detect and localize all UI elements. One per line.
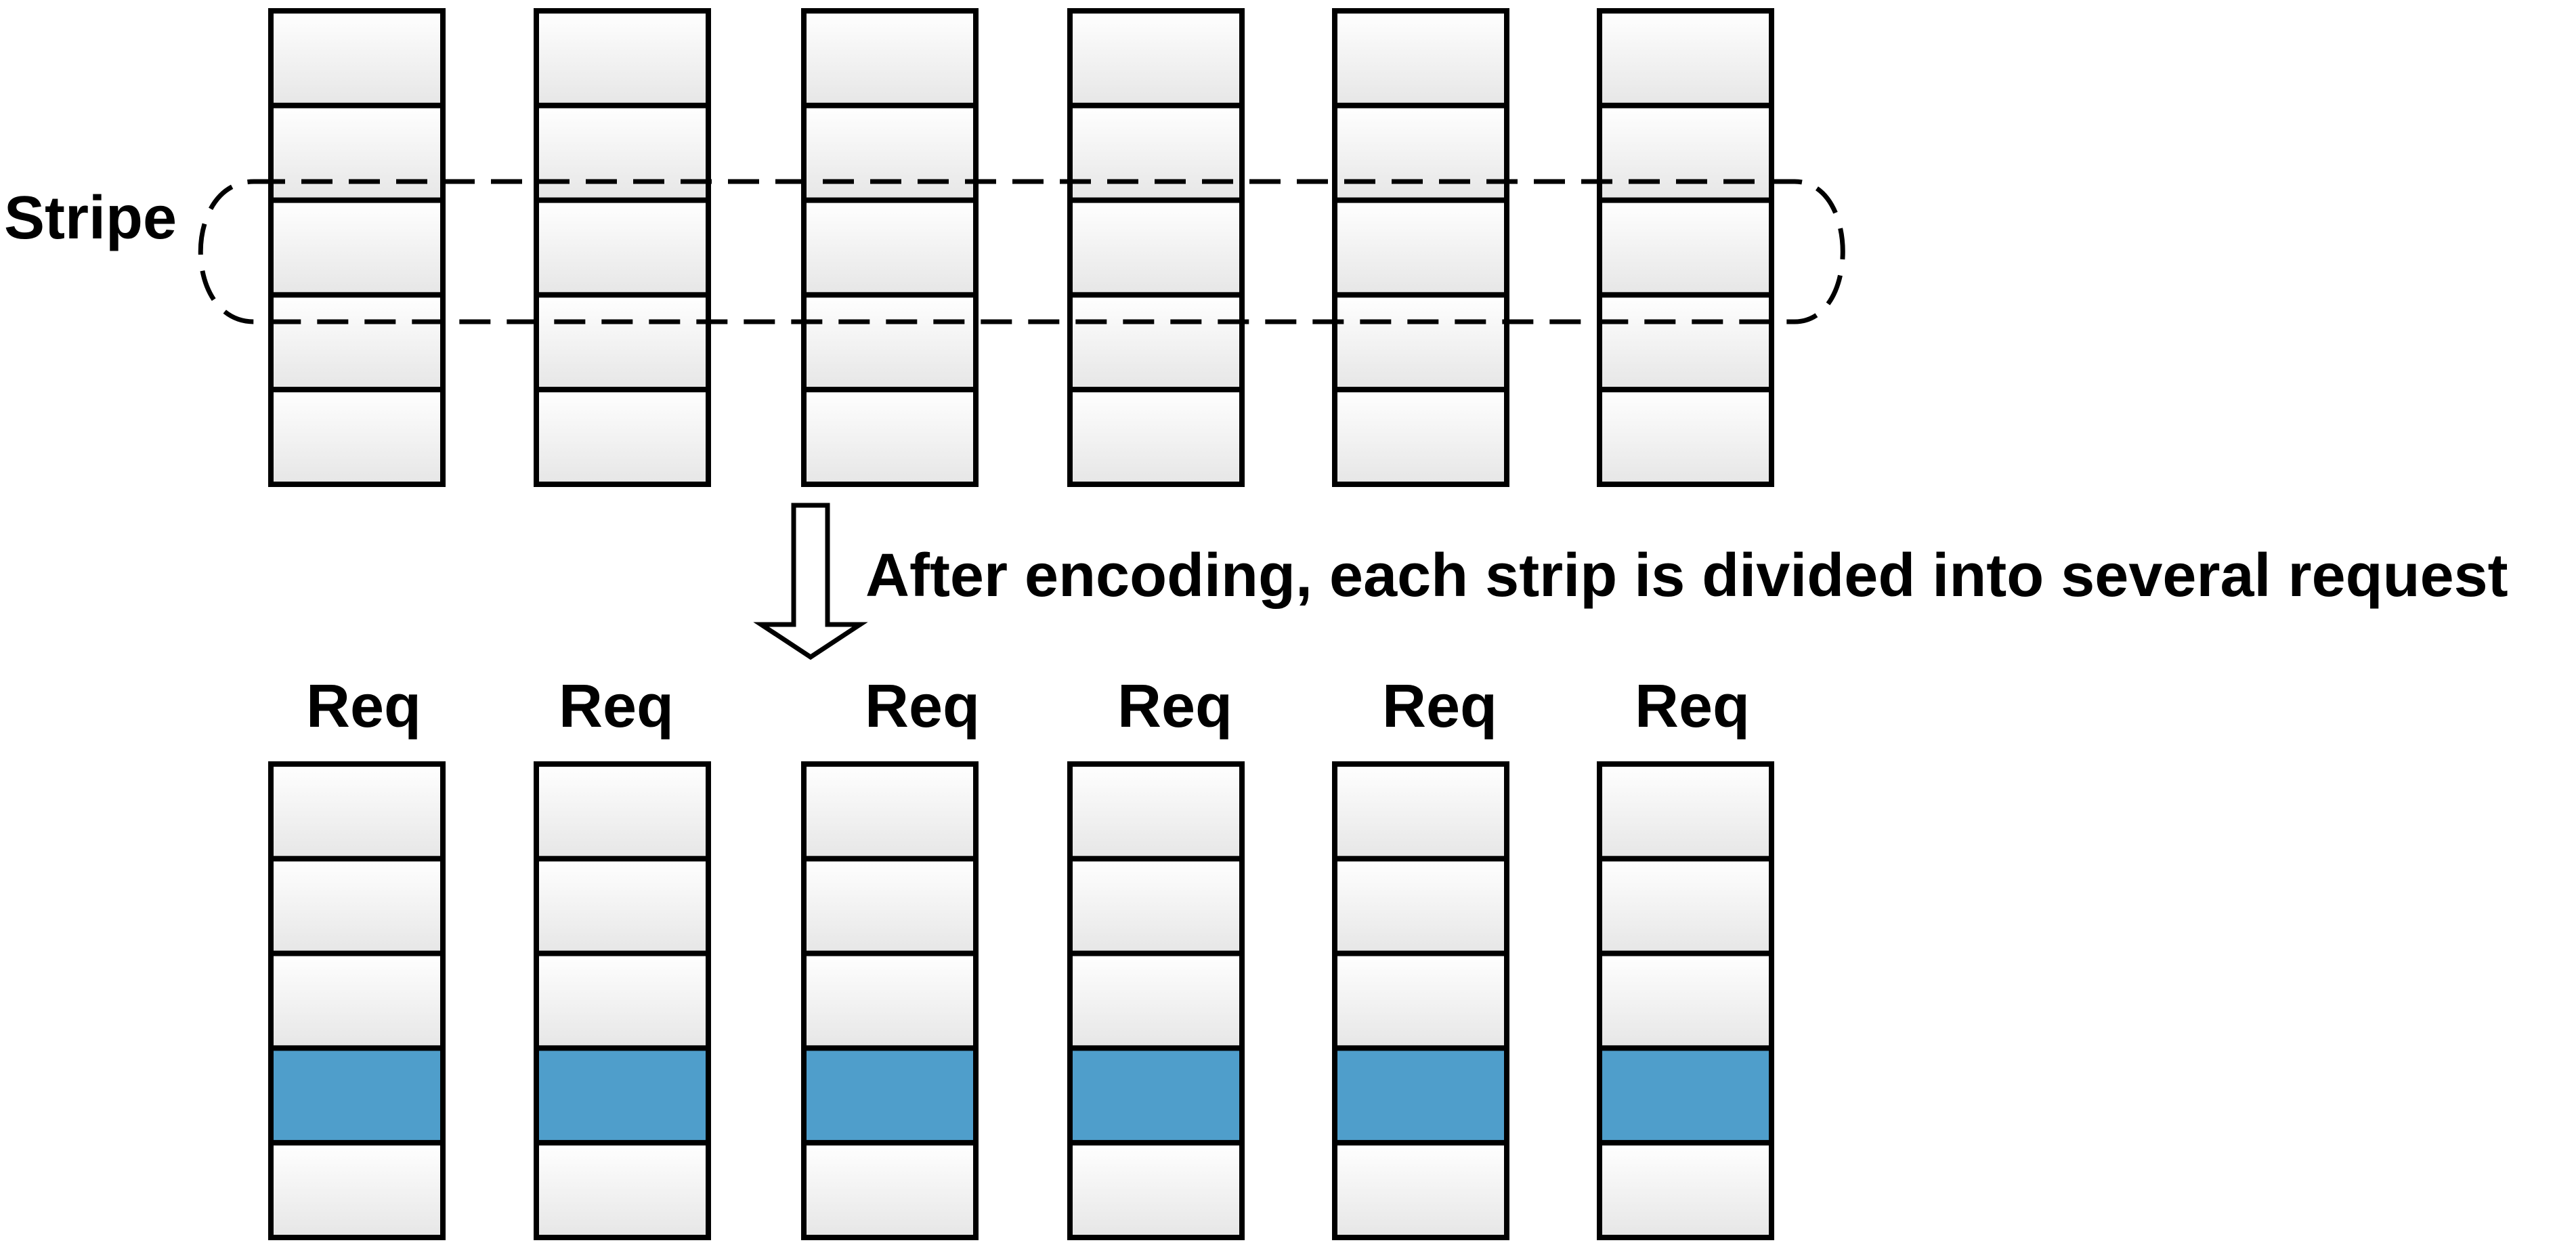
top-column-2 <box>534 8 711 488</box>
bottom-cell <box>534 855 711 956</box>
top-cell <box>1332 387 1509 488</box>
top-cell <box>801 387 979 488</box>
top-cell <box>534 292 711 393</box>
top-cell <box>268 387 446 488</box>
req-label-4: Req <box>1117 673 1232 740</box>
bottom-cell <box>1597 1140 1774 1240</box>
bottom-cell <box>1067 761 1245 862</box>
top-cell <box>1597 292 1774 393</box>
top-cell <box>534 197 711 298</box>
req-label-5: Req <box>1382 673 1497 740</box>
bottom-highlighted-cell <box>534 1045 711 1146</box>
top-cell <box>1597 102 1774 203</box>
top-cell <box>1332 102 1509 203</box>
bottom-cell <box>1597 950 1774 1051</box>
top-cell <box>534 387 711 488</box>
bottom-cell <box>268 1140 446 1240</box>
bottom-cell <box>801 761 979 862</box>
top-column-3 <box>801 8 979 488</box>
bottom-cell <box>1332 855 1509 956</box>
bottom-cell <box>1597 855 1774 956</box>
req-label-3: Req <box>865 673 980 740</box>
top-column-1 <box>268 8 446 488</box>
bottom-cell <box>801 1140 979 1240</box>
top-cell <box>801 8 979 108</box>
bottom-highlighted-cell <box>801 1045 979 1146</box>
top-cell <box>1332 197 1509 298</box>
bottom-highlighted-cell <box>1067 1045 1245 1146</box>
stripe-outline <box>198 179 1845 324</box>
bottom-highlighted-cell <box>1597 1045 1774 1146</box>
top-cell <box>801 102 979 203</box>
bottom-cell <box>1067 1140 1245 1240</box>
bottom-cell <box>1332 950 1509 1051</box>
bottom-cell <box>534 761 711 862</box>
top-cell <box>268 102 446 203</box>
top-column-4 <box>1067 8 1245 488</box>
bottom-column-group <box>268 761 1774 1240</box>
bottom-column-6 <box>1597 761 1774 1240</box>
bottom-cell <box>268 855 446 956</box>
bottom-cell <box>1067 950 1245 1051</box>
top-cell <box>268 8 446 108</box>
bottom-column-1 <box>268 761 446 1240</box>
top-column-5 <box>1332 8 1509 488</box>
bottom-cell <box>1332 761 1509 862</box>
top-cell <box>1597 8 1774 108</box>
bottom-cell <box>534 950 711 1051</box>
top-column-6 <box>1597 8 1774 488</box>
req-label-6: Req <box>1635 673 1750 740</box>
bottom-cell <box>801 855 979 956</box>
top-cell <box>268 197 446 298</box>
top-cell <box>801 197 979 298</box>
bottom-cell <box>801 950 979 1051</box>
top-cell <box>534 8 711 108</box>
top-cell <box>534 102 711 203</box>
top-cell <box>1067 387 1245 488</box>
bottom-cell <box>1597 761 1774 862</box>
arrow-caption: After encoding, each strip is divided in… <box>865 542 2508 610</box>
bottom-column-2 <box>534 761 711 1240</box>
top-cell <box>268 292 446 393</box>
bottom-highlighted-cell <box>268 1045 446 1146</box>
bottom-cell <box>1332 1140 1509 1240</box>
stripe-label: Stripe <box>4 184 177 252</box>
top-cell <box>1332 8 1509 108</box>
bottom-column-3 <box>801 761 979 1240</box>
bottom-cell <box>268 950 446 1051</box>
top-cell <box>1067 102 1245 203</box>
top-cell <box>1067 8 1245 108</box>
bottom-column-4 <box>1067 761 1245 1240</box>
top-cell <box>801 292 979 393</box>
top-cell <box>1597 387 1774 488</box>
bottom-column-5 <box>1332 761 1509 1240</box>
bottom-cell <box>268 761 446 862</box>
top-cell <box>1597 197 1774 298</box>
bottom-cell <box>1067 855 1245 956</box>
request-label-group: Req Req Req Req Req Req <box>306 673 1750 740</box>
top-cell <box>1067 292 1245 393</box>
bottom-highlighted-cell <box>1332 1045 1509 1146</box>
bottom-cell <box>534 1140 711 1240</box>
top-cell <box>1067 197 1245 298</box>
req-label-1: Req <box>306 673 421 740</box>
top-column-group <box>268 8 1774 488</box>
down-arrow-icon <box>753 503 868 660</box>
req-label-2: Req <box>559 673 674 740</box>
top-cell <box>1332 292 1509 393</box>
